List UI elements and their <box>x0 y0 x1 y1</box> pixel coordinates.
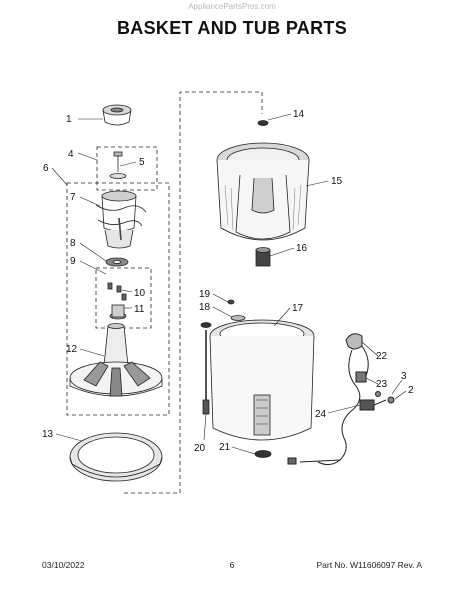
callout-9: 9 <box>70 256 76 267</box>
callout-8: 8 <box>70 238 76 249</box>
callout-15: 15 <box>331 176 343 187</box>
watermark: AppliancePartsPros.com <box>188 2 276 11</box>
callout-12: 12 <box>66 344 78 355</box>
footer-date: 03/10/2022 <box>42 560 85 570</box>
callout-20: 20 <box>194 443 206 454</box>
callout-labels: 1 4 5 6 7 8 9 10 11 12 13 14 15 16 17 19… <box>42 109 414 454</box>
footer-page-number: 6 <box>229 560 235 570</box>
part-agitator-cap <box>102 104 132 126</box>
part-pressure-hose <box>200 322 212 415</box>
part-agitator-base <box>69 323 163 397</box>
callout-17: 17 <box>292 303 304 314</box>
callout-16: 16 <box>296 243 308 254</box>
callout-5: 5 <box>139 157 145 168</box>
part-drive-block <box>105 257 129 267</box>
part-clips <box>107 282 127 320</box>
part-drain-seal <box>254 450 272 458</box>
page-title: BASKET AND TUB PARTS <box>117 18 347 38</box>
callout-1: 1 <box>66 114 72 125</box>
leader-lines <box>51 113 407 455</box>
callout-10: 10 <box>134 288 146 299</box>
callout-21: 21 <box>219 442 231 453</box>
part-nut <box>257 120 269 126</box>
part-outer-tub <box>209 319 315 441</box>
callout-13: 13 <box>42 429 54 440</box>
callout-18: 18 <box>199 302 211 313</box>
callout-23: 23 <box>376 379 388 390</box>
callout-22: 22 <box>376 351 388 362</box>
callout-6: 6 <box>43 163 49 174</box>
group-box-4 <box>96 146 158 191</box>
group-box-6 <box>66 182 170 416</box>
part-balance-ring <box>69 432 163 482</box>
callout-7: 7 <box>70 192 76 203</box>
part-fittings <box>227 299 246 321</box>
part-wire-harness <box>287 333 395 466</box>
callout-19: 19 <box>199 289 211 300</box>
callout-4: 4 <box>68 149 74 160</box>
part-auger <box>95 190 147 249</box>
part-hub <box>255 247 271 267</box>
callout-14: 14 <box>293 109 305 120</box>
part-basket <box>216 142 310 241</box>
callout-2: 2 <box>408 385 414 396</box>
footer-part-number: Part No. W11606097 Rev. A <box>316 560 422 570</box>
assembly-connector-line <box>124 91 263 494</box>
callout-3: 3 <box>401 371 407 382</box>
callout-11: 11 <box>134 304 145 315</box>
part-bolt <box>109 151 127 179</box>
callout-24: 24 <box>315 409 327 420</box>
